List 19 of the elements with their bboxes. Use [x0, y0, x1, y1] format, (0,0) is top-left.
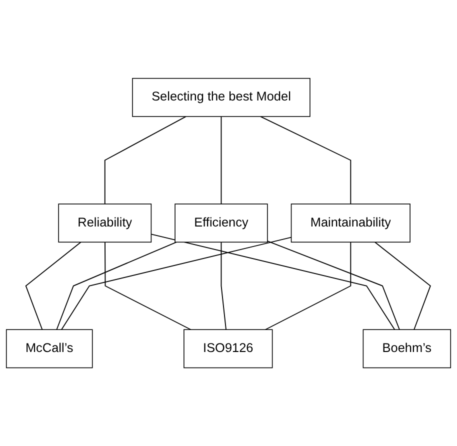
- connector: [61, 236, 292, 330]
- node-box: Maintainability: [290, 204, 410, 242]
- node-box: Boehm’s: [362, 329, 452, 368]
- node-box: Selecting the best Model: [132, 78, 310, 117]
- node-box: Efficiency: [174, 204, 268, 242]
- connector: [104, 116, 186, 204]
- node-box: Reliability: [58, 204, 152, 242]
- node-box: McCall’s: [6, 329, 93, 368]
- connector: [104, 242, 192, 330]
- connector: [264, 242, 352, 330]
- connector: [374, 242, 431, 330]
- connector: [220, 242, 227, 330]
- connector: [220, 116, 222, 204]
- connector: [260, 116, 352, 204]
- connector: [150, 234, 396, 330]
- connector: [56, 242, 177, 330]
- node-box: ISO9126: [184, 329, 273, 368]
- connector: [266, 240, 400, 330]
- connector: [25, 242, 82, 330]
